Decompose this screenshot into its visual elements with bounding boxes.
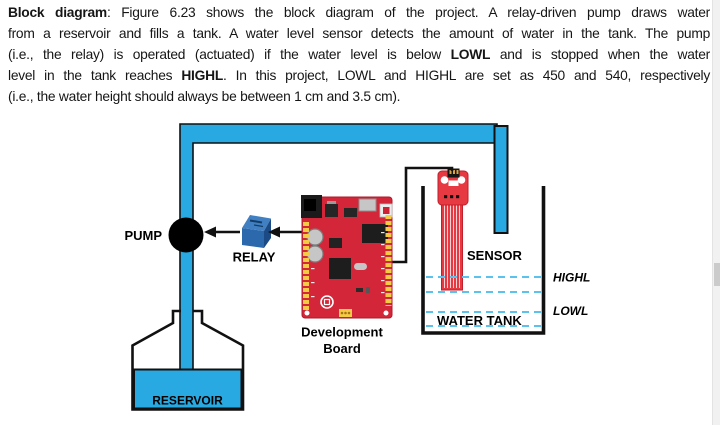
paragraph-text: (i.e., the relay) is operated (actuated)… — [8, 47, 451, 62]
sensor-pin — [453, 170, 455, 174]
paragraph-text: : Figure 6.23 shows the block diagram of… — [106, 5, 710, 20]
sensor-component — [450, 195, 454, 199]
relay-top-marking — [253, 224, 264, 228]
development-board-icon — [301, 195, 393, 319]
scrollbar-track[interactable] — [712, 0, 720, 425]
microcontroller-chip — [329, 258, 351, 279]
scrollbar-thumb[interactable] — [714, 263, 720, 286]
reset-button[interactable] — [383, 207, 390, 214]
regulator-tab — [327, 201, 336, 205]
sensor-strip-traces — [444, 203, 460, 288]
paragraph-text: and is stopped when the water — [490, 47, 710, 62]
relay-top-marking — [249, 219, 263, 224]
sensor-component — [444, 195, 448, 199]
sensor-label: SENSOR — [467, 248, 523, 263]
board-logo-icon — [320, 295, 334, 309]
lowl-label: LOWL — [553, 304, 588, 318]
crystal-oscillator — [354, 263, 367, 270]
mounting-hole — [383, 310, 389, 316]
jumper-hole — [344, 311, 347, 315]
reservoir-outline — [131, 309, 245, 411]
highl-label: HIGHL — [553, 271, 590, 285]
usb-connector — [358, 198, 377, 212]
paragraph-line: Block diagram: Figure 6.23 shows the blo… — [8, 2, 710, 23]
water-tank-label: WATER TANK — [437, 313, 522, 328]
sensor-pin — [456, 170, 459, 174]
relay-label: RELAY — [233, 250, 276, 265]
paragraph-line: level in the tank reaches HIGHL. In this… — [8, 65, 710, 86]
pump-icon — [168, 217, 204, 253]
paragraph-text: level in the tank reaches — [8, 68, 182, 83]
arrow-relay-to-pump — [204, 226, 240, 238]
reservoir-label: RESERVOIR — [152, 394, 223, 408]
jumper-hole — [340, 311, 344, 315]
sensor-hole-left — [440, 176, 449, 184]
capacitor — [306, 228, 324, 246]
relay-icon — [242, 215, 271, 248]
smd-component — [366, 287, 370, 293]
dev-board-label-line1: Development — [301, 325, 383, 340]
water-level-sensor-icon — [437, 168, 469, 291]
ic-chip-small — [329, 238, 342, 248]
pump-label: PUMP — [124, 228, 162, 243]
sensor-component — [456, 195, 460, 199]
barrel-jack-opening — [304, 199, 316, 211]
paragraph-text: from a reservoir and fills a tank. A wat… — [8, 26, 710, 41]
paragraph-text: (i.e., the water height should always be… — [8, 89, 401, 104]
wire-board-to-sensor — [392, 166, 454, 264]
paragraph-bold-text: HIGHL — [181, 68, 223, 83]
pin-labels — [311, 232, 385, 298]
mounting-hole — [304, 310, 310, 316]
paragraph-line: (i.e., the water height should always be… — [8, 86, 710, 107]
sensor-pin — [449, 170, 452, 174]
arrow-board-to-relay — [268, 226, 302, 238]
sensor-label-patch — [448, 180, 459, 186]
paragraph: Block diagram: Figure 6.23 shows the blo… — [8, 2, 710, 107]
ic-chip — [362, 224, 388, 243]
paragraph-text: . In this project, LOWL and HIGHL are se… — [223, 68, 710, 83]
capacitor — [306, 245, 324, 263]
paragraph-line: from a reservoir and fills a tank. A wat… — [8, 23, 710, 44]
dev-board-label-line2: Board — [323, 341, 361, 356]
smd-component — [344, 208, 357, 217]
paragraph-bold-text: Block diagram — [8, 5, 107, 20]
tank-inlet-pipe — [493, 125, 509, 234]
water-tank-outline — [421, 186, 546, 335]
paragraph-line: (i.e., the relay) is operated (actuated)… — [8, 44, 710, 65]
jumper-hole — [347, 311, 351, 315]
voltage-regulator — [325, 204, 338, 217]
sensor-hole-right — [457, 176, 466, 184]
paragraph-bold-text: LOWL — [450, 47, 491, 62]
smd-component — [356, 288, 363, 292]
board-logo-inner — [323, 298, 331, 306]
